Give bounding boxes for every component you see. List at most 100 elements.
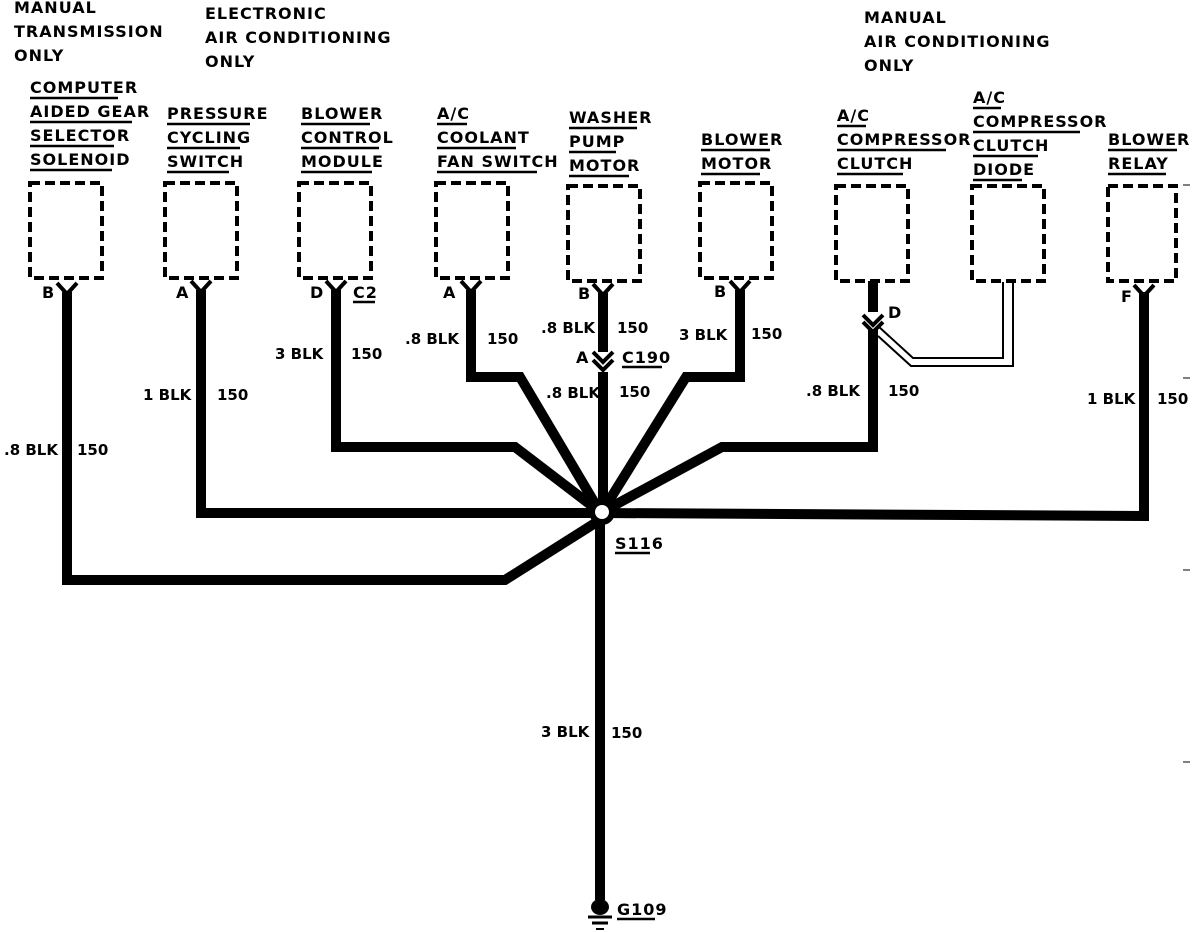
wire-label-clutch-circuit: 150 bbox=[888, 382, 919, 400]
svg-text:CYCLING: CYCLING bbox=[167, 128, 251, 147]
wire-ac-coolant-fan-switch bbox=[466, 290, 605, 515]
note-electronic-ac: ELECTRONIC AIR CONDITIONING ONLY bbox=[205, 4, 392, 71]
pin-label-ac-compressor-clutch: D bbox=[888, 303, 902, 322]
wire-cags bbox=[62, 292, 603, 585]
svg-text:COMPRESSOR: COMPRESSOR bbox=[837, 130, 972, 149]
pin-label-blower-relay: F bbox=[1121, 287, 1133, 306]
svg-text:AIR CONDITIONING: AIR CONDITIONING bbox=[864, 32, 1051, 51]
ground-g109: G109 bbox=[588, 899, 668, 930]
component-box-cags bbox=[28, 181, 104, 280]
svg-text:WASHER: WASHER bbox=[569, 108, 652, 127]
wire-label-bcm-circuit: 150 bbox=[351, 345, 382, 363]
pin-label-blower-motor: B bbox=[714, 282, 727, 301]
wire-label-blower-size: 3 BLK bbox=[679, 326, 729, 344]
svg-text:BLOWER: BLOWER bbox=[301, 104, 383, 123]
svg-text:SELECTOR: SELECTOR bbox=[30, 126, 130, 145]
svg-text:RELAY: RELAY bbox=[1108, 154, 1169, 173]
wire-label-bcm-size: 3 BLK bbox=[275, 345, 325, 363]
svg-text:TRANSMISSION: TRANSMISSION bbox=[14, 22, 164, 41]
svg-text:A/C: A/C bbox=[973, 88, 1006, 107]
svg-text:PUMP: PUMP bbox=[569, 132, 625, 151]
svg-text:DIODE: DIODE bbox=[973, 160, 1035, 179]
wire-blower-motor bbox=[597, 290, 745, 515]
svg-text:MOTOR: MOTOR bbox=[701, 154, 772, 173]
wire-label-c190-size: .8 BLK bbox=[546, 384, 601, 402]
wire-label-cags-circuit: 150 bbox=[77, 441, 108, 459]
svg-text:SWITCH: SWITCH bbox=[167, 152, 244, 171]
pin-label-blower-control-module: D bbox=[310, 283, 324, 302]
wires bbox=[62, 281, 1149, 900]
component-box-ac-compressor-clutch bbox=[834, 184, 910, 283]
svg-text:CLUTCH: CLUTCH bbox=[837, 154, 913, 173]
svg-text:MANUAL: MANUAL bbox=[864, 8, 947, 27]
wire-label-relay-size: 1 BLK bbox=[1087, 390, 1137, 408]
pin-label-ac-coolant-fan-switch: A bbox=[443, 283, 456, 302]
component-box-blower-control-module bbox=[297, 181, 373, 280]
wire-label-ground-size: 3 BLK bbox=[541, 723, 591, 741]
ground-label: G109 bbox=[617, 900, 668, 919]
svg-text:MOTOR: MOTOR bbox=[569, 156, 640, 175]
title-blower-motor: BLOWER MOTOR bbox=[701, 130, 782, 176]
svg-text:BLOWER: BLOWER bbox=[1108, 130, 1190, 149]
svg-text:MODULE: MODULE bbox=[301, 152, 384, 171]
pin-label-pressure-cycling-switch: A bbox=[176, 283, 189, 302]
wire-label-c190-circuit: 150 bbox=[619, 383, 650, 401]
component-box-ac-compressor-clutch-diode bbox=[970, 184, 1046, 283]
title-cags: COMPUTER AIDED GEAR SELECTOR SOLENOID bbox=[30, 78, 150, 172]
title-ac-coolant-fan-switch: A/C COOLANT FAN SWITCH bbox=[437, 104, 559, 174]
connector-label-blower-control-module: C2 bbox=[353, 283, 378, 302]
title-ac-compressor-clutch-diode: A/C COMPRESSOR CLUTCH DIODE bbox=[973, 88, 1108, 182]
wire-label-acfan-circuit: 150 bbox=[487, 330, 518, 348]
wire-label-ground-circuit: 150 bbox=[611, 724, 642, 742]
component-box-blower-relay bbox=[1106, 184, 1178, 283]
component-box-washer-pump-motor bbox=[566, 184, 642, 283]
wire-label-relay-circuit: 150 bbox=[1157, 390, 1188, 408]
splice-label: S116 bbox=[615, 534, 664, 553]
svg-text:ELECTRONIC: ELECTRONIC bbox=[205, 4, 327, 23]
wire-label-washer-size: .8 BLK bbox=[541, 319, 596, 337]
pin-label-c190: A bbox=[576, 348, 589, 367]
pin-marks bbox=[55, 279, 1156, 373]
svg-text:CONTROL: CONTROL bbox=[301, 128, 394, 147]
title-blower-relay: BLOWER RELAY bbox=[1108, 130, 1190, 176]
wire-label-washer-circuit: 150 bbox=[617, 319, 648, 337]
component-box-pressure-cycling-switch bbox=[163, 181, 239, 280]
wire-blower-control-module bbox=[331, 290, 604, 516]
svg-text:FAN SWITCH: FAN SWITCH bbox=[437, 152, 559, 171]
svg-text:COMPUTER: COMPUTER bbox=[30, 78, 138, 97]
svg-text:SOLENOID: SOLENOID bbox=[30, 150, 130, 169]
component-box-ac-coolant-fan-switch bbox=[434, 181, 510, 280]
margin-ticks bbox=[1183, 184, 1190, 763]
diode-wire bbox=[877, 282, 1014, 367]
pin-label-washer-pump-motor: B bbox=[578, 284, 591, 303]
wire-label-pcs-size: 1 BLK bbox=[143, 386, 193, 404]
svg-text:A/C: A/C bbox=[437, 104, 470, 123]
wire-label-acfan-size: .8 BLK bbox=[405, 330, 460, 348]
svg-text:AIR CONDITIONING: AIR CONDITIONING bbox=[205, 28, 392, 47]
pin-label-cags: B bbox=[42, 283, 55, 302]
note-manual-ac: MANUAL AIR CONDITIONING ONLY bbox=[864, 8, 1051, 75]
svg-text:AIDED GEAR: AIDED GEAR bbox=[30, 102, 150, 121]
svg-text:ONLY: ONLY bbox=[14, 46, 64, 65]
svg-text:COMPRESSOR: COMPRESSOR bbox=[973, 112, 1108, 131]
title-pressure-cycling-switch: PRESSURE CYCLING SWITCH bbox=[167, 104, 269, 174]
title-washer-pump-motor: WASHER PUMP MOTOR bbox=[569, 108, 652, 178]
svg-text:ONLY: ONLY bbox=[205, 52, 255, 71]
wire-blower-relay bbox=[601, 292, 1149, 522]
wire-pressure-cycling-switch bbox=[196, 290, 600, 518]
svg-text:PRESSURE: PRESSURE bbox=[167, 104, 269, 123]
wire-ac-compressor-clutch bbox=[599, 330, 878, 517]
svg-text:COOLANT: COOLANT bbox=[437, 128, 530, 147]
wire-label-blower-circuit: 150 bbox=[751, 325, 782, 343]
note-manual-transmission: MANUAL TRANSMISSION ONLY bbox=[14, 0, 164, 65]
title-blower-control-module: BLOWER CONTROL MODULE bbox=[301, 104, 394, 174]
title-ac-compressor-clutch: A/C COMPRESSOR CLUTCH bbox=[837, 106, 972, 176]
svg-text:MANUAL: MANUAL bbox=[14, 0, 97, 17]
wire-label-pcs-circuit: 150 bbox=[217, 386, 248, 404]
splice-s116: S116 bbox=[589, 499, 664, 555]
connector-label-c190: C190 bbox=[622, 348, 671, 367]
svg-text:A/C: A/C bbox=[837, 106, 870, 125]
component-box-blower-motor bbox=[698, 181, 774, 280]
wire-label-cags-size: .8 BLK bbox=[4, 441, 59, 459]
